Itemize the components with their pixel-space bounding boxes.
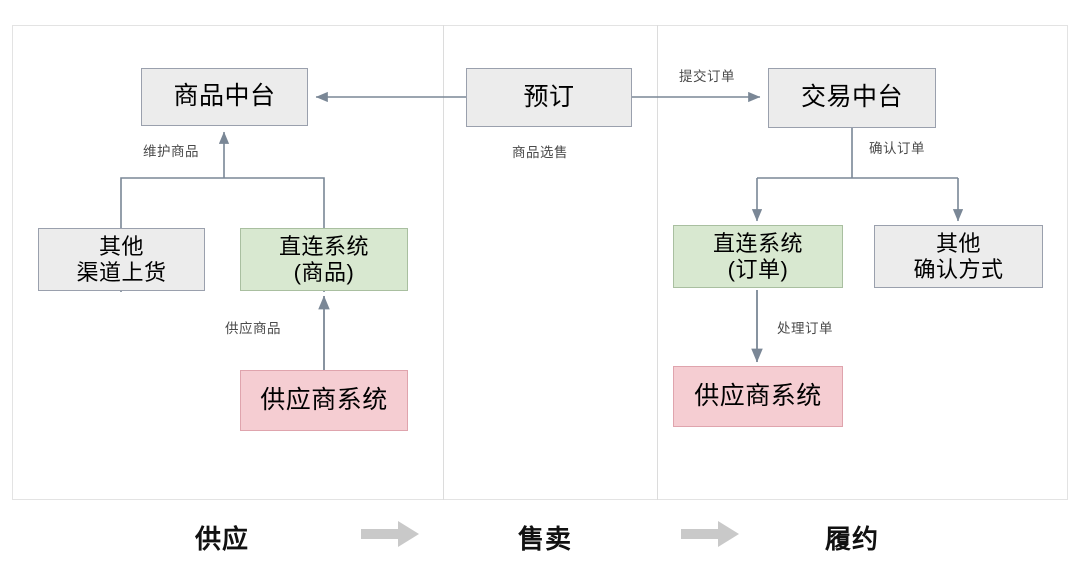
node-direct-system-product-line2: (商品) [293, 259, 355, 285]
node-other-channel-line2: 渠道上货 [76, 259, 167, 285]
node-direct-system-product[interactable]: 直连系统 (商品) [240, 228, 408, 291]
edge-label-process-order: 处理订单 [777, 321, 833, 336]
right-arrow-icon-supply-to-sell [361, 521, 419, 547]
lane-divider-sell-fulfill [657, 25, 658, 500]
node-product-center[interactable]: 商品中台 [141, 68, 308, 126]
stage-caption-supply: 供应 [195, 524, 250, 554]
node-direct-system-order[interactable]: 直连系统 (订单) [673, 225, 843, 288]
lane-divider-supply-sell [443, 25, 444, 500]
node-supplier-system-fulfill-line1: 供应商系统 [694, 381, 822, 410]
node-supplier-system-supply[interactable]: 供应商系统 [240, 370, 408, 431]
node-booking-line1: 预订 [523, 82, 575, 111]
edge-label-maintain-product: 维护商品 [143, 144, 199, 159]
node-direct-system-product-line1: 直连系统 [278, 233, 369, 259]
stage-caption-fulfill: 履约 [825, 524, 880, 554]
edge-label-submit-order: 提交订单 [679, 69, 735, 84]
node-other-confirm-method-line1: 其他 [935, 230, 981, 256]
edge-label-supply-product: 供应商品 [225, 321, 281, 336]
node-product-center-line1: 商品中台 [173, 82, 276, 111]
right-arrow-icon-sell-to-fulfill [681, 521, 739, 547]
node-other-confirm-method[interactable]: 其他 确认方式 [874, 225, 1043, 288]
node-other-channel-line1: 其他 [98, 233, 144, 259]
edge-label-product-select-sale: 商品选售 [512, 145, 568, 160]
edge-label-confirm-order: 确认订单 [869, 141, 925, 156]
node-other-confirm-method-line2: 确认方式 [913, 256, 1004, 282]
node-supplier-system-fulfill[interactable]: 供应商系统 [673, 366, 843, 427]
node-trade-center-line1: 交易中台 [800, 83, 903, 112]
node-direct-system-order-line1: 直连系统 [712, 230, 803, 256]
node-booking[interactable]: 预订 [466, 68, 632, 127]
node-direct-system-order-line2: (订单) [727, 256, 789, 282]
node-trade-center[interactable]: 交易中台 [768, 68, 936, 128]
node-supplier-system-supply-line1: 供应商系统 [260, 385, 388, 414]
node-other-channel[interactable]: 其他 渠道上货 [38, 228, 205, 291]
stage-caption-sell: 售卖 [518, 524, 573, 554]
